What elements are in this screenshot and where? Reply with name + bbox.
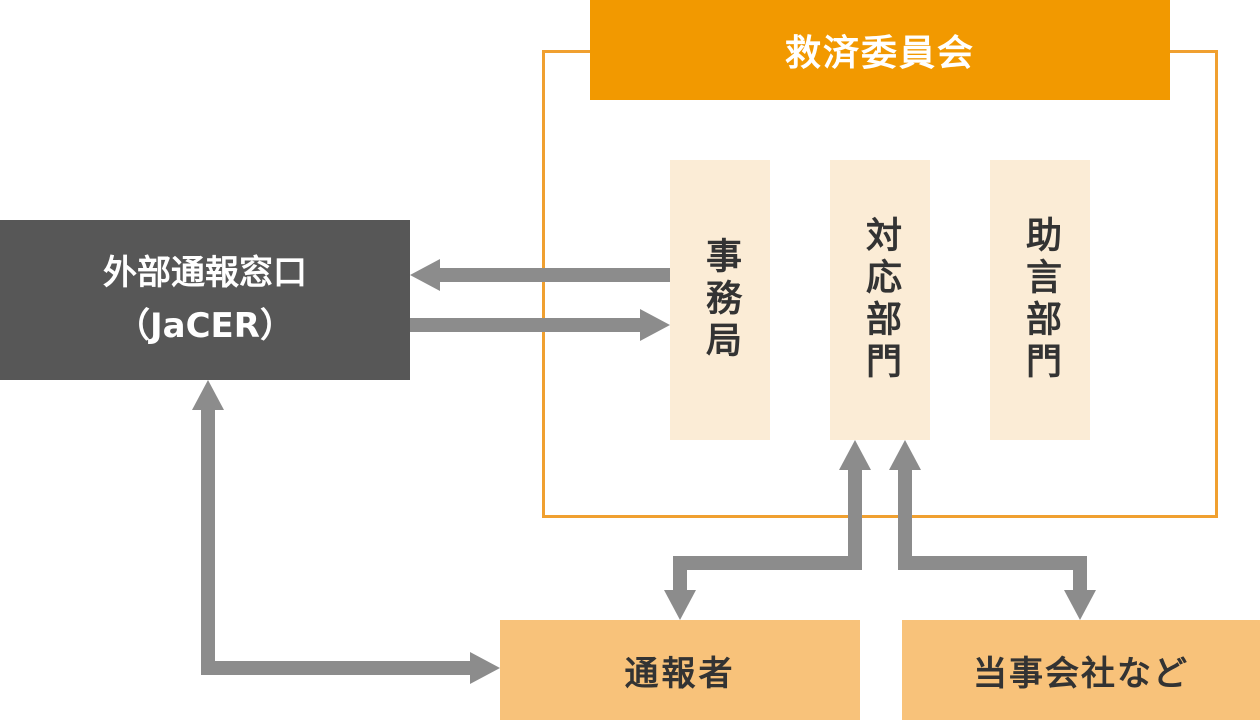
arrow-response-parties-shaft bbox=[898, 467, 1087, 593]
arrow-head-up-to-response-right bbox=[889, 440, 921, 470]
secretariat-box: 事務局 bbox=[670, 160, 770, 440]
arrow-head-left-to-desk bbox=[410, 259, 440, 291]
parties-box: 当事会社など bbox=[902, 620, 1260, 720]
external-desk-abbr: （JaCER） bbox=[116, 306, 294, 346]
arrow-head-down-to-reporter bbox=[664, 590, 696, 620]
arrow-head-down-to-parties bbox=[1064, 590, 1096, 620]
arrow-desk-reporter-shaft bbox=[201, 405, 473, 675]
arrow-response-reporter-shaft bbox=[673, 467, 862, 593]
reporter-box: 通報者 bbox=[500, 620, 860, 720]
arrow-head-right-to-secretariat bbox=[640, 309, 670, 341]
arrow-head-right-to-reporter bbox=[470, 652, 500, 684]
arrow-head-up-to-desk bbox=[192, 380, 224, 410]
external-desk-name: 外部通報窓口 bbox=[103, 253, 307, 294]
external-reporting-desk-box: 外部通報窓口 （JaCER） bbox=[0, 220, 410, 380]
arrow-head-up-to-response-left bbox=[839, 440, 871, 470]
response-department-box: 対応部門 bbox=[830, 160, 930, 440]
committee-title: 救済委員会 bbox=[590, 0, 1170, 100]
advisory-department-box: 助言部門 bbox=[990, 160, 1090, 440]
